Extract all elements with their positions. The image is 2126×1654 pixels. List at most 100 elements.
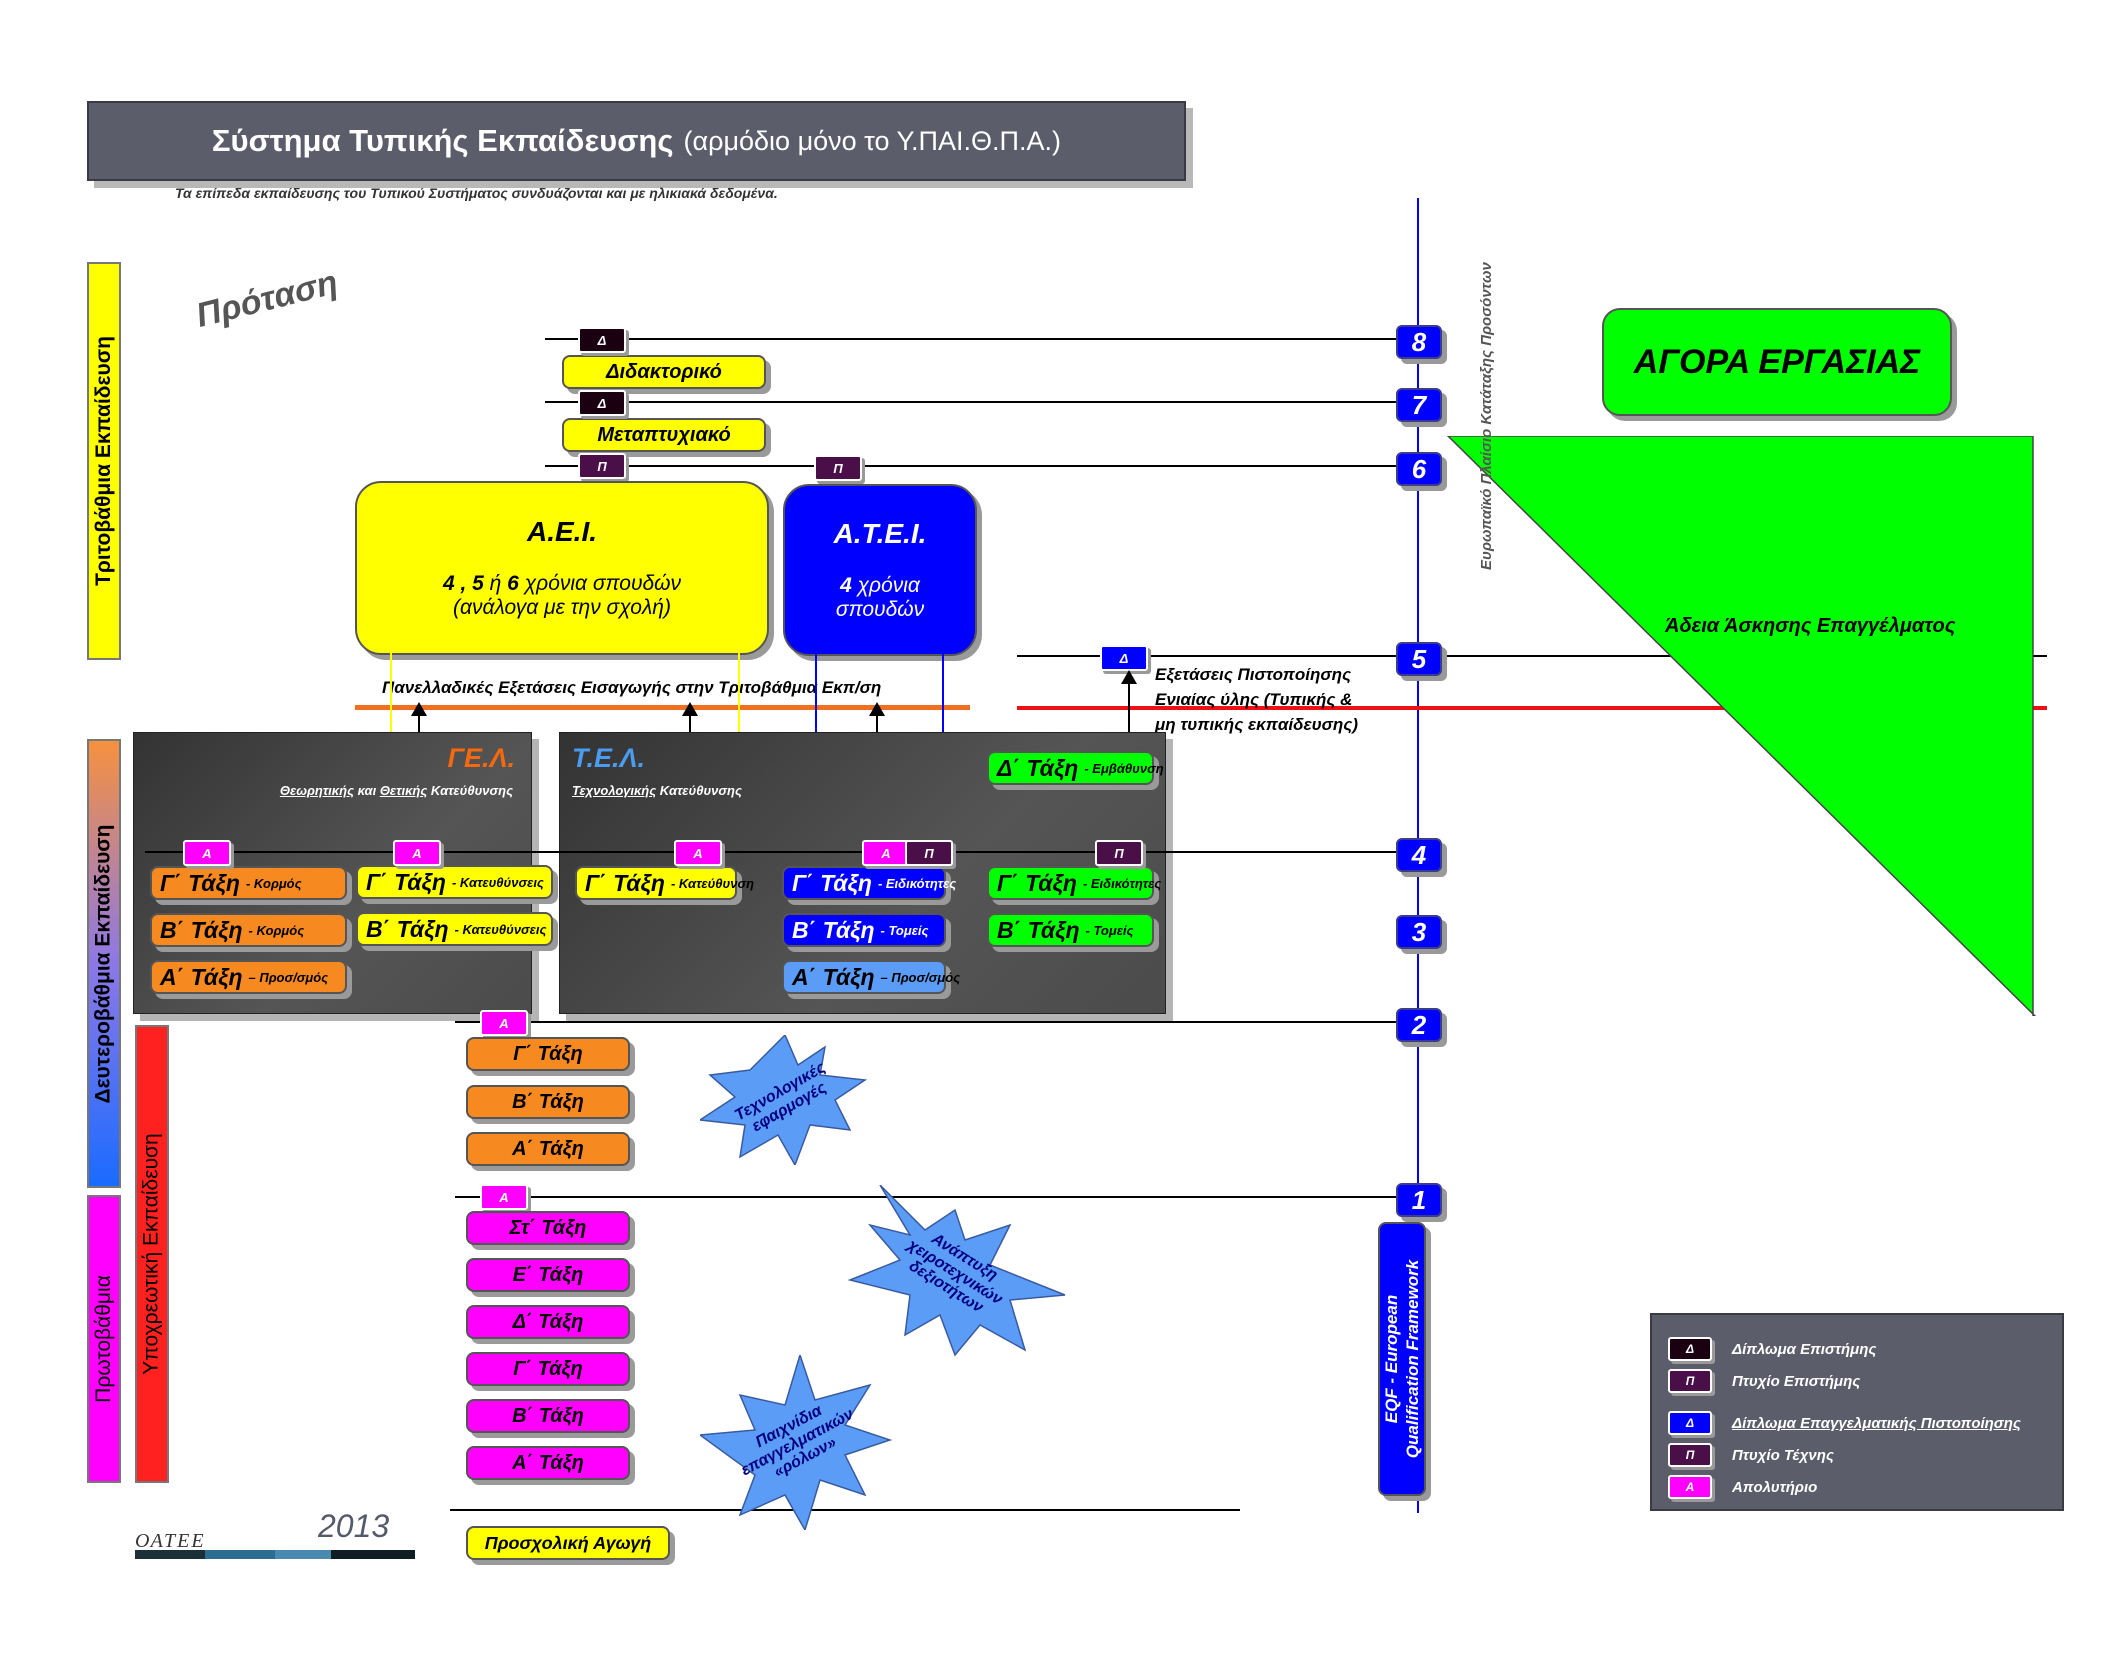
gel-grade-b-streams: Β΄ Τάξη- Κατευθύνσεις xyxy=(356,912,553,946)
labor-license-triangle xyxy=(1446,436,2037,1016)
primary-grade-5: Ε΄ Τάξη xyxy=(466,1258,630,1292)
vocational-grade-d-specialization: Δ΄ Τάξη- Εμβάθυνση xyxy=(987,751,1164,785)
degree-scroll-icon: Π xyxy=(1668,1369,1712,1393)
eqf-level-3: 3 xyxy=(1396,915,1442,949)
eqf-level-5: 5 xyxy=(1396,642,1442,676)
gymnasium-grade-a: Α΄ Τάξη xyxy=(466,1132,630,1166)
labor-market-box: ΑΓΟΡΑ ΕΡΓΑΣΙΑΣ xyxy=(1602,308,1952,416)
leaving-cert-scroll-icon: Α xyxy=(480,1184,528,1210)
level-2-line xyxy=(455,1021,1445,1023)
level-8-line xyxy=(545,338,1445,340)
tel-subtitle: Τεχνολογικής Κατεύθυνσης xyxy=(572,783,742,798)
gel-title: ΓΕ.Λ. xyxy=(447,743,516,773)
vocational-diploma-scroll-icon: Δ xyxy=(1668,1411,1712,1435)
secondary-label-text: Δευτεροβάθμια Εκπαίδευση xyxy=(92,823,115,1104)
primary-grade-6: Στ΄ Τάξη xyxy=(466,1211,630,1245)
gel-grade-a-orientation: Α΄ Τάξη– Προσ/σμός xyxy=(150,960,347,994)
level-7-line xyxy=(545,401,1445,403)
primary-grade-1: Α΄ Τάξη xyxy=(466,1446,630,1480)
eqf-level-4: 4 xyxy=(1396,838,1442,872)
leaving-cert-scroll-icon: Α xyxy=(1668,1475,1712,1499)
eqf-level-7: 7 xyxy=(1396,388,1442,422)
certification-exam-line xyxy=(1017,706,2047,710)
vocational-diploma-scroll-icon: Δ xyxy=(1100,645,1148,671)
panhellenic-exam-line xyxy=(355,705,970,710)
secondary-education-label: Δευτεροβάθμια Εκπαίδευση xyxy=(87,739,121,1188)
eqf-level-6: 6 xyxy=(1396,452,1442,486)
degree-scroll-icon: Π xyxy=(814,455,862,481)
level-5-line xyxy=(1017,655,2047,657)
level-6-line xyxy=(545,465,1445,467)
gel-grade-b-core: Β΄ Τάξη- Κορμός xyxy=(150,913,347,947)
professional-license-label: Άδεια Άσκησης Επαγγέλματος xyxy=(1665,615,1956,637)
labor-market-title: ΑΓΟΡΑ ΕΡΓΑΣΙΑΣ xyxy=(1633,342,1921,381)
aei-box: Α.Ε.Ι. 4 , 5 ή 6 χρόνια σπουδών (ανάλογα… xyxy=(355,481,769,655)
page-title-authority: (αρμόδιο μόνο το Υ.ΠΑΙ.Θ.Π.Α.) xyxy=(683,125,1062,156)
tel-grade-b-sectors: Β΄ Τάξη- Τομείς xyxy=(782,913,946,947)
footer-bar xyxy=(135,1550,415,1559)
doctorate-box: Διδακτορικό xyxy=(562,355,766,389)
diploma-scroll-icon: Δ xyxy=(578,327,626,353)
vocational-grade-b-sectors: Β΄ Τάξη- Τομείς xyxy=(987,913,1154,947)
degree-scroll-icon: Π xyxy=(1095,840,1143,866)
degree-scroll-icon: Π xyxy=(578,453,626,479)
gel-grade-c-streams: Γ΄ Τάξη- Κατευθύνσεις xyxy=(356,865,553,899)
leaving-cert-scroll-icon: Α xyxy=(480,1010,528,1036)
eqf-label-box: EQF - European Qualification Framework xyxy=(1378,1222,1426,1496)
tertiary-label-text: Τριτοβάθμια Εκπαίδευση xyxy=(92,336,116,586)
page-title: Σύστημα Τυπικής Εκπαίδευσης xyxy=(211,123,674,158)
eqf-level-1: 1 xyxy=(1396,1183,1442,1217)
level-4-line-overlay xyxy=(145,851,1445,853)
certification-exams-label: Εξετάσεις Πιστοποίησης Ενιαίας ύλης (Τυπ… xyxy=(1155,665,1359,734)
gymnasium-grade-c: Γ΄ Τάξη xyxy=(466,1037,630,1071)
diploma-scroll-icon: Δ xyxy=(578,390,626,416)
compulsory-label-text: Υποχρεωτική Εκπαίδευση xyxy=(140,1133,163,1375)
tel-grade-c-specialties: Γ΄ Τάξη- Ειδικότητες xyxy=(782,866,956,900)
tertiary-education-label: Τριτοβάθμια Εκπαίδευση xyxy=(87,262,121,660)
gymnasium-grade-b: Β΄ Τάξη xyxy=(466,1085,630,1119)
aei-title: Α.Ε.Ι. xyxy=(526,516,597,547)
atei-box: Α.Τ.Ε.Ι. 4 χρόνια σπουδών xyxy=(783,484,977,656)
leaving-cert-scroll-icon: Α xyxy=(862,840,910,866)
page-subtitle: Τα επίπεδα εκπαίδευσης του Τυπικού Συστή… xyxy=(175,185,778,201)
tel-title: Τ.Ε.Λ. xyxy=(572,743,646,773)
panhellenic-exams-label: Πανελλαδικές Εξετάσεις Εισαγωγής στην Τρ… xyxy=(382,678,882,697)
leaving-cert-scroll-icon: Α xyxy=(674,840,722,866)
tel-grade-c-stream: Γ΄ Τάξη- Κατεύθυνση xyxy=(575,866,754,900)
eqf-level-8: 8 xyxy=(1396,325,1442,359)
degree-scroll-icon: Π xyxy=(905,840,953,866)
primary-label-text: Πρωτοβάθμια xyxy=(92,1275,116,1403)
oatee-logo: ΟΑΤΕΕ xyxy=(135,1530,206,1552)
title-bar: Σύστημα Τυπικής Εκπαίδευσης (αρμόδιο μόν… xyxy=(87,101,1186,181)
primary-grade-3: Γ΄ Τάξη xyxy=(466,1352,630,1386)
compulsory-education-label: Υποχρεωτική Εκπαίδευση xyxy=(135,1025,169,1483)
year-label: 2013 xyxy=(318,1508,390,1544)
primary-grade-2: Β΄ Τάξη xyxy=(466,1399,630,1433)
diploma-scroll-icon: Δ xyxy=(1668,1337,1712,1361)
art-degree-scroll-icon: Π xyxy=(1668,1443,1712,1467)
level-1-line xyxy=(455,1196,1445,1198)
eqf-greek-label: Ευρωπαϊκό Πλαίσιο Κατάταξης Προσόντων xyxy=(1478,262,1495,570)
preschool-box: Προσχολική Αγωγή xyxy=(466,1526,670,1560)
vocational-grade-c-specialties: Γ΄ Τάξη- Ειδικότητες xyxy=(987,866,1161,900)
primary-education-label: Πρωτοβάθμια xyxy=(87,1195,121,1483)
proposal-label: Πρόταση xyxy=(192,263,342,335)
leaving-cert-scroll-icon: Α xyxy=(393,840,441,866)
preschool-line xyxy=(450,1509,1240,1511)
masters-box: Μεταπτυχιακό xyxy=(562,418,766,452)
gel-subtitle: Θεωρητικής και Θετικής Κατεύθυνσης xyxy=(279,783,513,798)
atei-title: Α.Τ.Ε.Ι. xyxy=(833,518,927,549)
eqf-level-2: 2 xyxy=(1396,1008,1442,1042)
gel-grade-c-core: Γ΄ Τάξη- Κορμός xyxy=(150,866,347,900)
primary-grade-4: Δ΄ Τάξη xyxy=(466,1305,630,1339)
tel-grade-a-orientation: Α΄ Τάξη– Προσ/σμός xyxy=(782,960,960,994)
